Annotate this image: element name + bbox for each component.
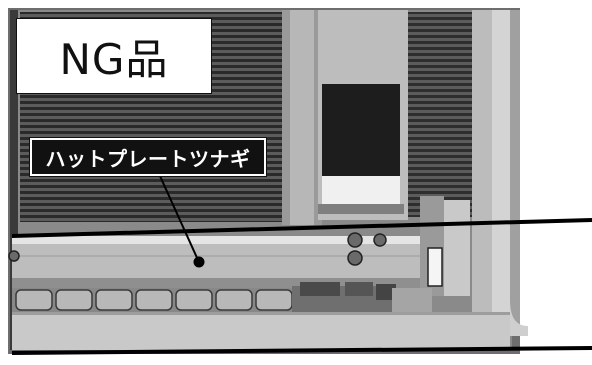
fin bbox=[408, 62, 472, 65]
fin bbox=[20, 218, 282, 221]
fin bbox=[408, 122, 472, 125]
fin bbox=[20, 182, 282, 185]
fin bbox=[408, 50, 472, 53]
fin bbox=[20, 128, 282, 131]
fin bbox=[20, 212, 282, 215]
hat-plate bbox=[12, 236, 420, 290]
section-line-lower bbox=[11, 346, 592, 355]
fin bbox=[20, 110, 282, 113]
fin bbox=[20, 194, 282, 197]
fin bbox=[20, 116, 282, 119]
bolts bbox=[8, 232, 387, 266]
fin bbox=[408, 74, 472, 77]
fin bbox=[408, 170, 472, 173]
fin bbox=[408, 98, 472, 101]
fin bbox=[408, 68, 472, 71]
fin bbox=[408, 152, 472, 155]
section-line-upper bbox=[11, 218, 592, 238]
fin bbox=[408, 14, 472, 17]
bottom-cell bbox=[135, 289, 173, 311]
bottom-cell bbox=[175, 289, 213, 311]
fin-array-right bbox=[408, 12, 472, 217]
fin bbox=[408, 80, 472, 83]
fin bbox=[20, 188, 282, 191]
callout-label: ハットプレートツナギ bbox=[45, 146, 251, 171]
fin bbox=[408, 164, 472, 167]
fin bbox=[408, 146, 472, 149]
callout-label-box: ハットプレートツナギ bbox=[29, 137, 267, 177]
title-label: NG品 bbox=[59, 34, 169, 84]
fin bbox=[408, 182, 472, 185]
fin bbox=[408, 86, 472, 89]
title-label-box: NG品 bbox=[16, 18, 212, 94]
fin bbox=[408, 56, 472, 59]
fin bbox=[20, 104, 282, 107]
fin bbox=[408, 92, 472, 95]
fin bbox=[20, 122, 282, 125]
fin bbox=[408, 110, 472, 113]
fin bbox=[408, 188, 472, 191]
fin bbox=[408, 44, 472, 47]
pointer-dot-icon bbox=[193, 256, 205, 268]
bottom-cell bbox=[55, 289, 93, 311]
fin bbox=[408, 128, 472, 131]
fin bbox=[20, 14, 282, 17]
fin bbox=[408, 176, 472, 179]
fin bbox=[408, 140, 472, 143]
fin bbox=[408, 194, 472, 197]
bottom-cell bbox=[255, 289, 293, 311]
bottom-cells bbox=[12, 282, 432, 312]
fin bbox=[408, 104, 472, 107]
fin bbox=[408, 32, 472, 35]
fin bbox=[408, 38, 472, 41]
fin bbox=[20, 200, 282, 203]
bottom-cell bbox=[95, 289, 133, 311]
bottom-cell bbox=[15, 289, 53, 311]
fin bbox=[408, 20, 472, 23]
fin bbox=[408, 134, 472, 137]
fin bbox=[408, 26, 472, 29]
fin bbox=[20, 134, 282, 137]
callout-leader bbox=[159, 175, 199, 261]
bottom-cell bbox=[215, 289, 253, 311]
fin bbox=[20, 176, 282, 179]
fin bbox=[20, 206, 282, 209]
fin bbox=[408, 116, 472, 119]
fin bbox=[20, 98, 282, 101]
fin bbox=[408, 158, 472, 161]
